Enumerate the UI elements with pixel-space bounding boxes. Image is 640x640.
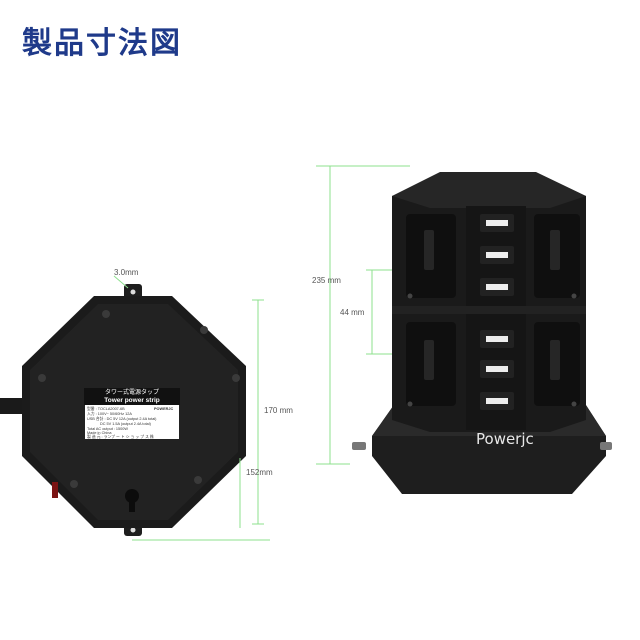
sticker-line: 製 造 元 : ランプ ー ト シ ョ ッ プ ス 株 [87,435,154,439]
screw [232,374,240,382]
page-title: 製品寸法図 [22,26,182,61]
sticker-line: USB 合計 : DC 5V 12A (output 2.4A total) [87,417,157,421]
power-cord [0,398,26,414]
sticker-line: Total AC output : 1500W [87,427,128,431]
brand-logo: Powerjc [476,430,534,448]
sticker-line: 型番 : TOCLA2007-6B [87,407,125,411]
sticker-brand-mark: POWERJC [154,407,174,411]
dimension-label-hole: 3.0mm [114,268,139,277]
base-tab [600,442,612,450]
dimension-label-170: 170 mm [264,406,293,415]
sticker-subtitle: Tower power strip [84,397,180,405]
screw [70,480,78,488]
usb-ports-top [480,214,514,296]
dimension-leader-hole [113,275,129,289]
dimension-label-235: 235 mm [312,276,341,285]
tier-divider [392,306,586,314]
sticker-title: タワー式電源タップ [84,388,180,397]
sticker-line: Made in China [87,431,112,435]
sticker-line: 入力 : 100V~ 50/60Hz 12A [87,412,132,416]
screw [194,476,202,484]
screw [38,374,46,382]
base-tab [352,442,366,450]
screw [200,326,208,334]
switch-edge [52,482,58,498]
sticker-line: DC 5V 1.5A (output 2.4A total) [100,422,151,426]
tower-top [392,172,586,208]
screw [102,310,110,318]
usb-ports-bottom [480,330,514,410]
dimension-label-44: 44 mm [340,308,365,317]
tower-view [316,165,612,494]
dimension-label-152: 152mm [246,468,273,477]
